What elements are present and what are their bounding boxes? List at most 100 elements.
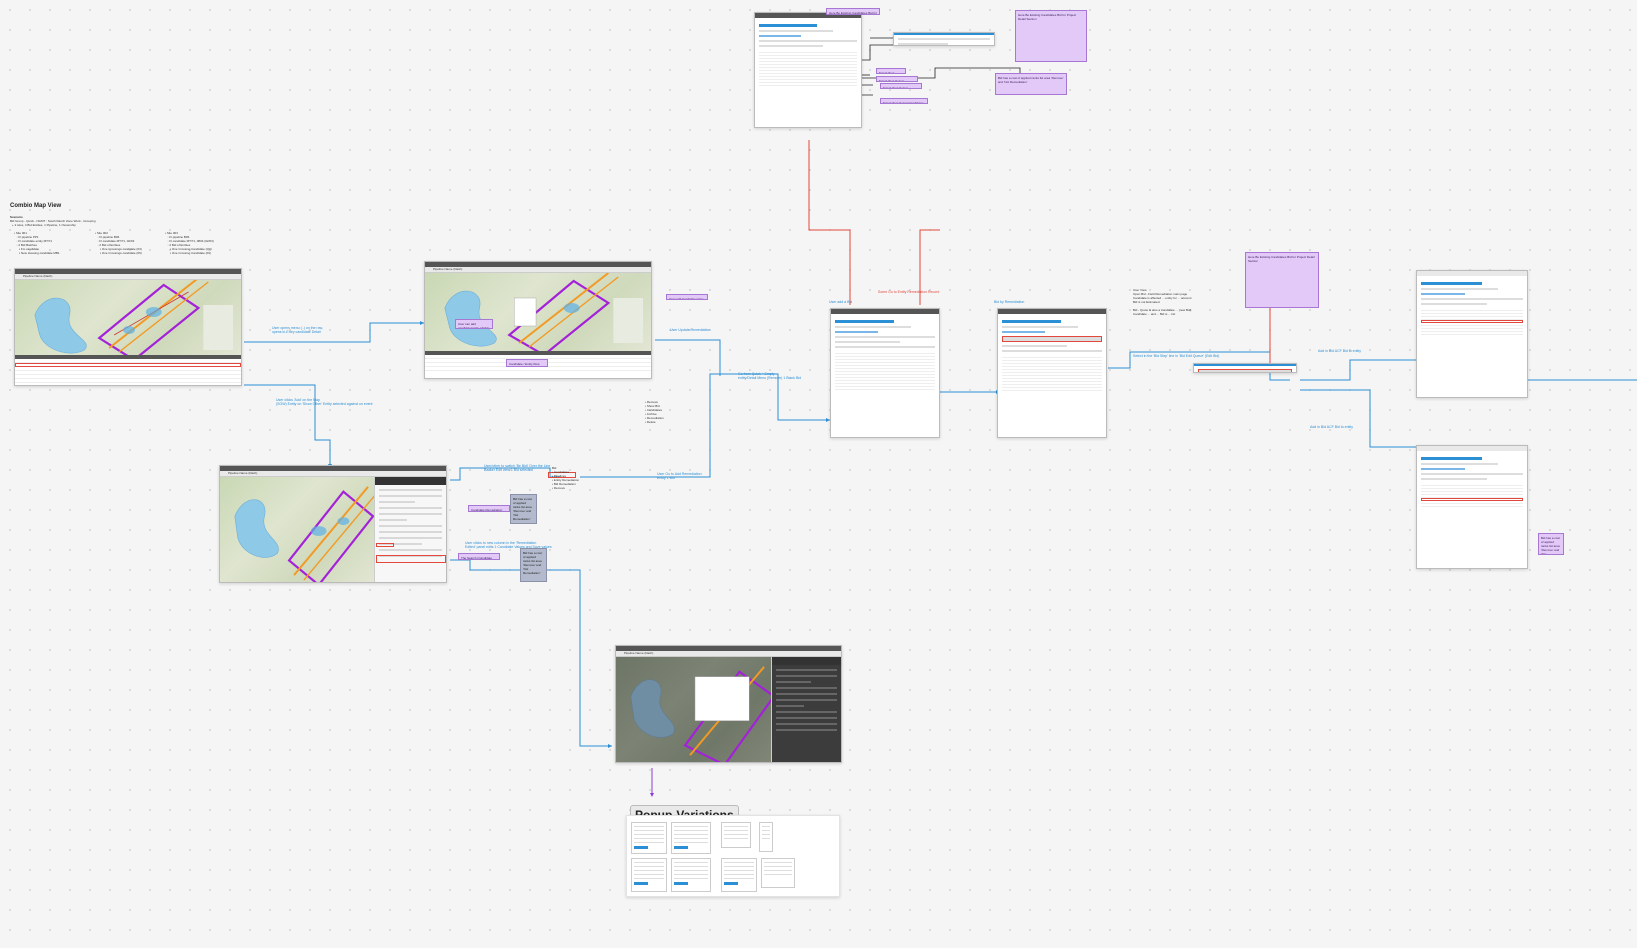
- table-row[interactable]: [1002, 376, 1102, 379]
- map-canvas[interactable]: [220, 477, 374, 582]
- note-top-2: Select Tool: Select Candidates: [876, 68, 906, 74]
- panel-header: [772, 657, 841, 665]
- table-row[interactable]: [835, 357, 935, 360]
- table-row[interactable]: [1421, 489, 1523, 492]
- details-panel: [771, 657, 841, 762]
- table-row[interactable]: [1421, 323, 1523, 326]
- table-row[interactable]: [1421, 329, 1523, 332]
- table-row[interactable]: [759, 59, 857, 62]
- table-row[interactable]: [1421, 483, 1523, 486]
- top-form-screen: [754, 12, 862, 128]
- table-row[interactable]: [1002, 379, 1102, 382]
- table-row[interactable]: [759, 65, 857, 68]
- table-row[interactable]: [835, 363, 935, 366]
- table-row[interactable]: [835, 366, 935, 369]
- table-row[interactable]: [1002, 385, 1102, 388]
- table-row[interactable]: [1421, 501, 1523, 504]
- table-row[interactable]: [835, 354, 935, 357]
- table-row[interactable]: [1421, 486, 1523, 489]
- app-bar: Pipeline Name (Dash): [220, 471, 446, 477]
- table-row[interactable]: [759, 71, 857, 74]
- table-row[interactable]: [1002, 388, 1102, 391]
- table-row[interactable]: [759, 56, 857, 59]
- scenario-line1: Bid Group - Quick - NGMT : South Ranch Z…: [10, 219, 96, 223]
- table-row[interactable]: [1421, 308, 1523, 311]
- scenario-column-1: • Site 001 ◦ Fl.pipeline PP1 ◦ Fl.candid…: [14, 231, 60, 255]
- table-row[interactable]: [835, 384, 935, 387]
- table-row[interactable]: [1421, 317, 1523, 320]
- table-row[interactable]: [1421, 498, 1523, 501]
- table-row[interactable]: [1421, 311, 1523, 314]
- table-row[interactable]: [1421, 320, 1523, 323]
- table-row[interactable]: [1002, 367, 1102, 370]
- table-row[interactable]: [1421, 314, 1523, 317]
- note-top-1: Here Be Existing Candidates Bid for Proj…: [826, 8, 880, 15]
- map-canvas[interactable]: [616, 657, 771, 762]
- note-top-5: Select Tool: Select Candidates: [880, 98, 928, 104]
- table-row[interactable]: [835, 387, 935, 390]
- remediation-form-a: [830, 308, 940, 438]
- popup-card: [671, 822, 711, 854]
- note-far-right: Bid has a cost of applied ranks list are…: [1538, 533, 1564, 555]
- table-row[interactable]: [835, 351, 935, 354]
- table-row[interactable]: [15, 363, 241, 367]
- table-row[interactable]: [759, 80, 857, 83]
- map-list-screen: Pipeline Name (Dash): [14, 268, 242, 386]
- table-row[interactable]: [835, 381, 935, 384]
- scenario-heading: Scenario: [10, 215, 23, 219]
- table-row[interactable]: [1421, 332, 1523, 335]
- table-row[interactable]: [15, 375, 241, 379]
- edge-label-4: Go from Quick + Empty entity/Detail Menu…: [738, 372, 802, 380]
- table-row[interactable]: [835, 375, 935, 378]
- table-row[interactable]: [1002, 364, 1102, 367]
- map-overlay: [234, 486, 374, 582]
- map-panel-screen: Pipeline Name (Dash): [219, 465, 447, 583]
- table-row[interactable]: [1421, 495, 1523, 498]
- note-row-indicated: Candidate / Entity Row Notes Indicated: [506, 359, 548, 367]
- table-row[interactable]: [759, 50, 857, 53]
- table-row[interactable]: [835, 378, 935, 381]
- table-row[interactable]: [425, 355, 651, 359]
- table-row[interactable]: [1002, 358, 1102, 361]
- screen-title: Pipeline Name (Dash): [624, 651, 654, 655]
- app-bar: Pipeline Name (Dash): [425, 267, 651, 273]
- table-row[interactable]: [1421, 504, 1523, 507]
- table-row[interactable]: [1421, 492, 1523, 495]
- map-canvas[interactable]: [15, 280, 241, 355]
- table-row[interactable]: [835, 372, 935, 375]
- map-canvas[interactable]: [425, 273, 651, 351]
- map-overlay: [630, 666, 771, 762]
- remediation-form-b: [997, 308, 1107, 438]
- table-row[interactable]: [1002, 370, 1102, 373]
- browser-bar: [15, 269, 241, 274]
- note-right: Here Be Existing Candidates Bid for Proj…: [1245, 252, 1319, 308]
- table-row[interactable]: [1002, 373, 1102, 376]
- table-row[interactable]: [1002, 382, 1102, 385]
- table-row[interactable]: [759, 74, 857, 77]
- popup-card: [759, 822, 773, 852]
- table-row[interactable]: [1421, 326, 1523, 329]
- note-bid-cost: Bid has a cost of applied ranks list are…: [510, 494, 537, 524]
- note-edit-menu: User add Candidate value + SOW (Bid Bid): [666, 294, 708, 300]
- table-row[interactable]: [759, 68, 857, 71]
- popup-card: [631, 822, 667, 854]
- table-row[interactable]: [15, 359, 241, 363]
- table-row[interactable]: [835, 360, 935, 363]
- table-row[interactable]: [759, 62, 857, 65]
- note-top-7: Bid has a cost of applied ranks list are…: [995, 73, 1067, 95]
- table-row[interactable]: [759, 53, 857, 56]
- table-row[interactable]: [1002, 361, 1102, 364]
- table-row[interactable]: [15, 367, 241, 371]
- table-row[interactable]: [15, 371, 241, 375]
- table-row[interactable]: [835, 369, 935, 372]
- popup-card: [721, 822, 751, 848]
- app-bar: Pipeline Name (Dash): [616, 651, 841, 657]
- table-row[interactable]: [759, 77, 857, 80]
- result-form-top: [1416, 270, 1528, 398]
- scenario-column-2: • Site 002 ◦ Fl.pipeline B06 ◦ Fl.candid…: [95, 231, 142, 255]
- table-row[interactable]: [1002, 355, 1102, 358]
- table-row[interactable]: [15, 379, 241, 383]
- table-row[interactable]: [425, 367, 651, 371]
- table-row[interactable]: [759, 83, 857, 86]
